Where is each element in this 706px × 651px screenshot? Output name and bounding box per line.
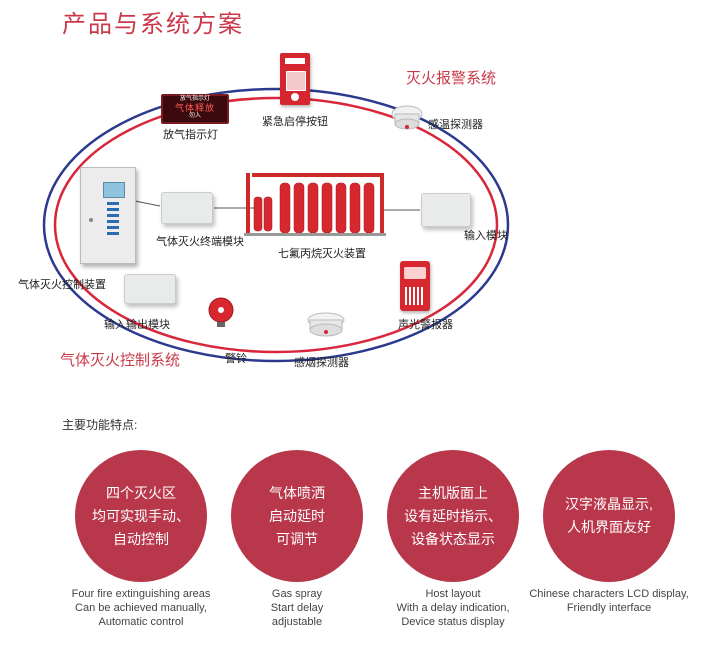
controller-label: 气体灭火控制装置: [18, 279, 106, 291]
release-light-top-text: 放气指示灯: [179, 96, 210, 102]
release-light-icon: 放气指示灯 气体释放 勿入: [161, 94, 229, 124]
feature-caption-2: Gas spray Start delay adjustable: [270, 588, 324, 628]
fire-alarm-system-label: 灭火报警系统: [406, 70, 497, 87]
smoke-detector-label: 感烟探测器: [294, 357, 349, 369]
input-module-label: 输入模块: [464, 230, 508, 242]
input-module-icon: [421, 193, 471, 227]
feature-circle-4: 汉字液晶显示, 人机界面友好: [543, 450, 675, 582]
bell-label: 警铃: [225, 353, 247, 365]
release-light-main-text: 气体释放: [174, 103, 215, 113]
bell-icon: [206, 297, 236, 329]
hfc-unit-label: 七氟丙烷灭火装置: [278, 248, 366, 260]
feature-circle-3: 主机版面上 设有延时指示、 设备状态显示: [387, 450, 519, 582]
feature-circle-2: 气体喷洒 启动延时 可调节: [231, 450, 363, 582]
page-title: 产品与系统方案: [62, 11, 244, 38]
emergency-button-icon: [280, 53, 310, 105]
gas-control-system-label: 气体灭火控制系统: [60, 352, 181, 369]
strobe-alarm-label: 声光警报器: [398, 319, 453, 331]
release-light-label: 放气指示灯: [163, 129, 218, 141]
feature-caption-4: Chinese characters LCD display, Friendly…: [529, 588, 689, 614]
features-heading: 主要功能特点:: [62, 418, 138, 432]
hfc-unit-icon: [244, 167, 386, 239]
feature-circle-1: 四个灭火区 均可实现手动、 自动控制: [75, 450, 207, 582]
emergency-button-label: 紧急启停按钮: [262, 116, 328, 128]
heat-detector-icon: [390, 100, 424, 134]
strobe-alarm-icon: [400, 261, 430, 311]
feature-caption-3: Host layout With a delay indication, Dev…: [396, 588, 510, 628]
release-light-sub-text: 勿入: [188, 113, 201, 119]
feature-caption-1: Four fire extinguishing areas Can be ach…: [71, 588, 211, 628]
smoke-detector-icon: [306, 310, 346, 342]
terminal-module-label: 气体灭火终端模块: [156, 236, 244, 248]
heat-detector-label: 感温探测器: [428, 119, 483, 131]
io-module-icon: [124, 274, 176, 304]
terminal-module-icon: [161, 192, 213, 224]
controller-icon: [80, 167, 136, 264]
io-module-label: 输入输出模块: [104, 319, 170, 331]
